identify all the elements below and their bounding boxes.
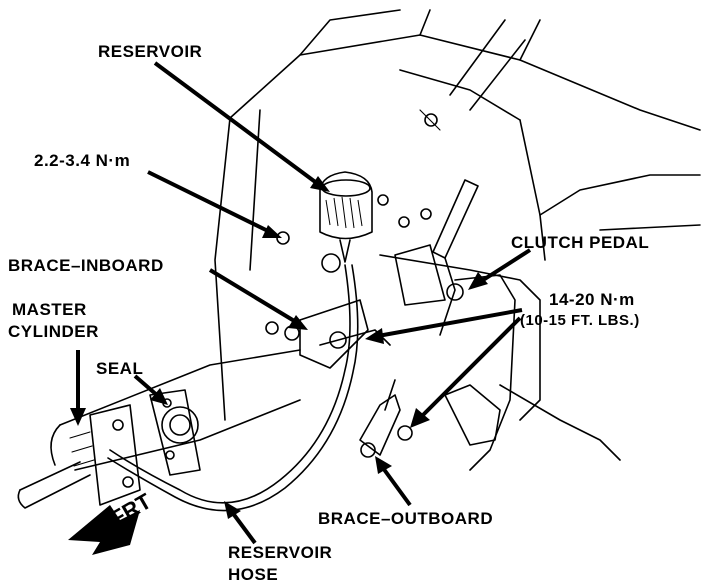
label-torque-large-ftlbs: (10-15 FT. LBS.) — [520, 312, 640, 329]
reservoir-hose — [107, 264, 359, 512]
label-reservoir: RESERVOIR — [98, 42, 202, 61]
brace-outboard — [319, 329, 413, 458]
label-reservoir-hose-line2: HOSE — [228, 565, 278, 584]
reservoir-bolts — [276, 194, 432, 245]
label-master-cylinder-line1: MASTER — [12, 300, 87, 319]
label-brace-inboard: BRACE–INBOARD — [8, 256, 164, 275]
brace-inboard — [265, 299, 369, 369]
label-clutch-pedal: CLUTCH PEDAL — [511, 233, 649, 252]
label-master-cylinder-line2: CYLINDER — [8, 322, 99, 341]
label-reservoir-hose-line1: RESERVOIR — [228, 543, 332, 562]
label-torque-small: 2.2-3.4 N·m — [34, 151, 130, 170]
label-seal: SEAL — [96, 359, 143, 378]
front-arrow: FRT — [68, 488, 156, 555]
master-cylinder — [17, 349, 301, 509]
firewall-structure — [214, 9, 701, 421]
reservoir-body — [319, 171, 373, 263]
leader-lines — [70, 61, 532, 545]
label-torque-large-nm: 14-20 N·m — [549, 290, 635, 309]
label-brace-outboard: BRACE–OUTBOARD — [318, 509, 493, 528]
